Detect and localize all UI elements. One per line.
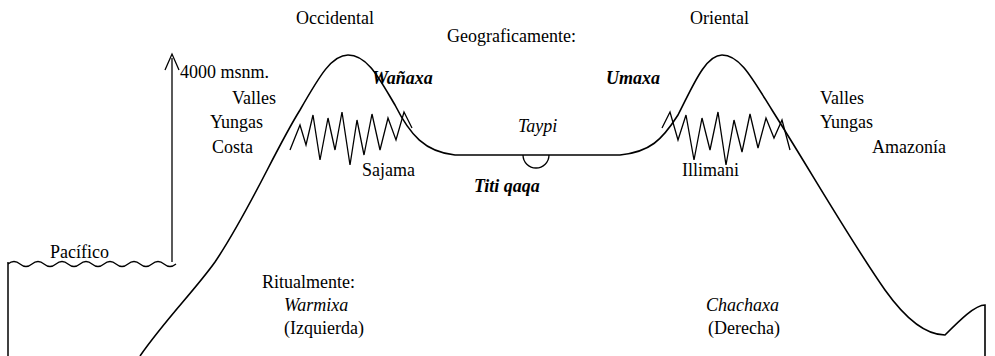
map-label: Valles bbox=[820, 88, 864, 108]
map-label: Pacífico bbox=[50, 242, 109, 262]
map-label: Illimani bbox=[682, 160, 739, 180]
map-label: Umaxa bbox=[606, 68, 660, 88]
map-label: 4000 msnm. bbox=[180, 62, 269, 82]
map-label: Taypi bbox=[518, 116, 557, 136]
map-label: Geograficamente: bbox=[447, 26, 576, 46]
map-label: Oriental bbox=[690, 8, 749, 28]
map-label: Wañaxa bbox=[372, 68, 433, 88]
terrain-line bbox=[140, 55, 985, 356]
map-label: Yungas bbox=[820, 112, 873, 132]
map-label: Valles bbox=[232, 88, 276, 108]
map-label: Costa bbox=[212, 137, 253, 157]
map-label: Titi qaqa bbox=[474, 176, 540, 196]
map-label: Yungas bbox=[210, 112, 263, 132]
snow-cap bbox=[290, 112, 412, 165]
map-label: (Izquierda) bbox=[284, 318, 364, 338]
map-label: Occidental bbox=[296, 8, 374, 28]
ocean-wave bbox=[8, 262, 176, 267]
map-label: (Derecha) bbox=[708, 318, 780, 338]
center-mark bbox=[523, 155, 549, 168]
arrow-head bbox=[165, 54, 179, 70]
altitude-arrow bbox=[171, 58, 172, 262]
map-label: Ritualmente: bbox=[262, 272, 355, 292]
map-label: Warmixa bbox=[284, 295, 348, 315]
coast-edge bbox=[7, 262, 9, 356]
map-label: Sajama bbox=[362, 160, 415, 180]
snow-cap bbox=[662, 112, 790, 165]
map-label: Chachaxa bbox=[706, 295, 779, 315]
map-label: Amazonía bbox=[872, 137, 946, 157]
